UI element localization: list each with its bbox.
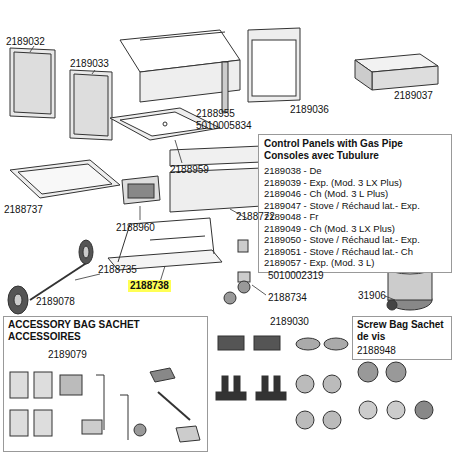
callout-number: 2188960 bbox=[116, 222, 155, 234]
callout-number: 31906 bbox=[358, 290, 386, 302]
callout-number: 5010002319 bbox=[268, 270, 324, 282]
callout-number: 2189033 bbox=[70, 58, 109, 70]
screw-bag-box: Screw Bag Sachet de vis 2188948 bbox=[352, 316, 452, 360]
callout-number: 2188955 bbox=[196, 108, 235, 120]
part-number: 2188948 bbox=[357, 345, 447, 357]
callout-number: 2188737 bbox=[4, 204, 43, 216]
callout-number: 2189036 bbox=[290, 104, 329, 116]
part-number: 2189079 bbox=[8, 349, 203, 361]
part-number: 2189048 - Fr bbox=[264, 211, 446, 223]
box-heading: ACCESSORY BAG SACHET ACCESSOIRES bbox=[8, 319, 203, 343]
part-number: 2189047 - Stove / Réchaud lat.- Exp. bbox=[264, 200, 446, 212]
callout-number: 2188734 bbox=[268, 292, 307, 304]
box-heading: Control Panels with Gas Pipe Consoles av… bbox=[264, 138, 446, 162]
callout-number: 5010005834 bbox=[196, 120, 252, 132]
callout-number: 2189078 bbox=[36, 296, 75, 308]
parts-table: Control Panels with Gas Pipe Consoles av… bbox=[258, 134, 452, 273]
callout-number: 2188735 bbox=[98, 264, 137, 276]
callout-number: 2189032 bbox=[6, 36, 45, 48]
accessory-bag-box: ACCESSORY BAG SACHET ACCESSOIRES 2189079 bbox=[3, 316, 208, 452]
part-number: 2189039 - Exp. (Mod. 3 LX Plus) bbox=[264, 177, 446, 189]
part-number: 2189038 - De bbox=[264, 165, 446, 177]
callout-number: 2189030 bbox=[270, 316, 309, 328]
callout-number: 2189037 bbox=[394, 90, 433, 102]
box-heading: Screw Bag Sachet de vis bbox=[357, 319, 447, 343]
part-number: 2189046 - Ch (Mod. 3 L Plus) bbox=[264, 188, 446, 200]
callout-number: 2188959 bbox=[170, 164, 209, 176]
part-number: 2189049 - Ch (Mod. 3 LX Plus) bbox=[264, 223, 446, 235]
part-number: 2189051 - Stove / Réchaud lat.- Ch bbox=[264, 246, 446, 258]
callout-number: 2188738 bbox=[128, 280, 171, 292]
part-number: 2189057 - Exp. (Mod. 3 L) bbox=[264, 257, 446, 269]
part-number: 2189050 - Stove / Réchaud lat.- Exp. bbox=[264, 234, 446, 246]
callout-number: 2188772 bbox=[236, 211, 275, 223]
